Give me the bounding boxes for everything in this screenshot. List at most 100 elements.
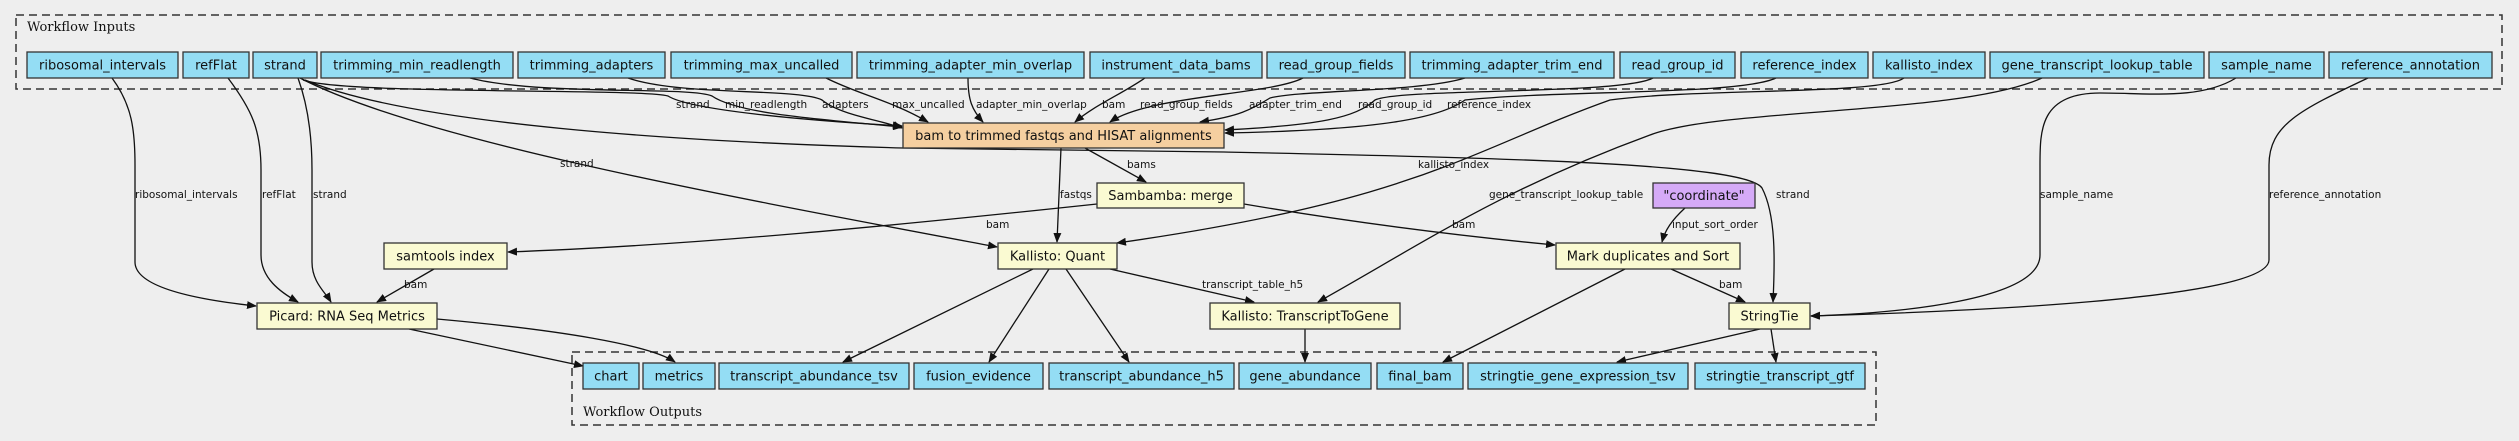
edge-label: read_group_fields bbox=[1140, 99, 1233, 111]
node-markdup[interactable]: Mark duplicates and Sort bbox=[1555, 242, 1741, 270]
node-stringtie-gene-expression-tsv[interactable]: stringtie_gene_expression_tsv bbox=[1467, 362, 1689, 390]
node-read-group-id[interactable]: read_group_id bbox=[1619, 51, 1736, 79]
node-label: trimming_min_readlength bbox=[333, 59, 501, 74]
edge-trimming_adapter_trim_end-to-bam_to_trimmed bbox=[1199, 77, 1466, 125]
node-box bbox=[670, 51, 853, 79]
node-label: refFlat bbox=[195, 59, 237, 74]
node-trimming-adapters[interactable]: trimming_adapters bbox=[517, 51, 666, 79]
node-transcript-abundance-h5[interactable]: transcript_abundance_h5 bbox=[1048, 362, 1235, 390]
node-label: trimming_max_uncalled bbox=[684, 59, 840, 74]
edge-bam_to_trimmed-to-sambamba bbox=[1084, 147, 1147, 183]
edge-label: transcript_table_h5 bbox=[1202, 279, 1303, 291]
node-stringtie[interactable]: StringTie bbox=[1728, 302, 1811, 330]
node-trimming-min-readlength[interactable]: trimming_min_readlength bbox=[320, 51, 514, 79]
node-box bbox=[1467, 362, 1689, 390]
node-label: Mark duplicates and Sort bbox=[1567, 250, 1730, 265]
node-samtools[interactable]: samtools index bbox=[383, 242, 508, 270]
node-box bbox=[320, 51, 514, 79]
node-box bbox=[913, 362, 1044, 390]
edge-strand-to-bam_to_trimmed bbox=[302, 79, 903, 130]
node-fusion-evidence[interactable]: fusion_evidence bbox=[913, 362, 1044, 390]
edge-label: bam bbox=[404, 279, 427, 291]
node-label: reference_annotation bbox=[2341, 59, 2480, 74]
edge-sambamba-to-markdup bbox=[1243, 203, 1556, 249]
node-coordinate[interactable]: "coordinate" bbox=[1652, 182, 1756, 209]
node-box bbox=[1652, 182, 1756, 209]
node-trimming-adapter-trim-end[interactable]: trimming_adapter_trim_end bbox=[1409, 51, 1615, 79]
node-box bbox=[1089, 51, 1263, 79]
node-box bbox=[26, 51, 179, 79]
node-box bbox=[383, 242, 508, 270]
node-kallisto-quant[interactable]: Kallisto: Quant bbox=[997, 242, 1118, 270]
node-box bbox=[517, 51, 666, 79]
edge-bam_to_trimmed-to-kallisto_quant bbox=[1053, 147, 1062, 243]
node-sample-name[interactable]: sample_name bbox=[2208, 51, 2325, 79]
node-gene-abundance[interactable]: gene_abundance bbox=[1238, 362, 1372, 390]
node-label: "coordinate" bbox=[1663, 189, 1744, 204]
node-label: sample_name bbox=[2221, 59, 2312, 74]
node-sambamba[interactable]: Sambamba: merge bbox=[1096, 182, 1245, 209]
node-label: stringtie_gene_expression_tsv bbox=[1480, 370, 1676, 385]
node-trimming-max-uncalled[interactable]: trimming_max_uncalled bbox=[670, 51, 853, 79]
node-final-bam[interactable]: final_bam bbox=[1376, 362, 1464, 390]
node-t2g[interactable]: Kallisto: TranscriptToGene bbox=[1209, 302, 1401, 330]
node-box bbox=[1728, 302, 1811, 330]
node-label: Kallisto: TranscriptToGene bbox=[1221, 310, 1388, 325]
node-reference-index[interactable]: reference_index bbox=[1740, 51, 1869, 79]
node-label: trimming_adapter_trim_end bbox=[1421, 59, 1602, 74]
node-ribosomal-intervals[interactable]: ribosomal_intervals bbox=[26, 51, 179, 79]
edge-strand-to-picard bbox=[297, 77, 332, 303]
edge-stringtie-to-stringtie_transcript_gtf bbox=[1770, 328, 1779, 363]
node-box bbox=[997, 242, 1118, 270]
node-label: final_bam bbox=[1388, 370, 1451, 385]
edge-label: max_uncalled bbox=[892, 99, 965, 111]
node-box bbox=[1266, 51, 1406, 79]
node-label: trimming_adapter_min_overlap bbox=[869, 59, 1072, 74]
node-stringtie-transcript-gtf[interactable]: stringtie_transcript_gtf bbox=[1694, 362, 1866, 390]
node-label: StringTie bbox=[1741, 310, 1799, 325]
outputs-cluster: Workflow Outputs bbox=[571, 351, 1877, 426]
node-box bbox=[1740, 51, 1869, 79]
node-label: stringtie_transcript_gtf bbox=[1706, 370, 1854, 385]
node-metrics[interactable]: metrics bbox=[642, 362, 716, 390]
edge-sambamba-to-samtools bbox=[507, 203, 1098, 256]
node-label: reference_index bbox=[1752, 59, 1856, 74]
edge-label: strand bbox=[313, 189, 347, 201]
node-transcript-abundance-tsv[interactable]: transcript_abundance_tsv bbox=[718, 362, 910, 390]
node-label: samtools index bbox=[396, 250, 495, 265]
node-box bbox=[1238, 362, 1372, 390]
node-read-group-fields[interactable]: read_group_fields bbox=[1266, 51, 1406, 79]
edge-strand-to-kallisto_quant bbox=[299, 77, 998, 250]
node-kallisto-index[interactable]: kallisto_index bbox=[1872, 51, 1986, 79]
edge-trimming_max_uncalled-to-bam_to_trimmed bbox=[825, 77, 929, 123]
node-picard[interactable]: Picard: RNA Seq Metrics bbox=[256, 302, 438, 330]
edge-read_group_id-to-bam_to_trimmed bbox=[1224, 77, 1654, 134]
node-refFlat[interactable]: refFlat bbox=[182, 51, 250, 79]
edge-sample_name-to-stringtie bbox=[1810, 77, 2237, 320]
node-instrument-data-bams[interactable]: instrument_data_bams bbox=[1089, 51, 1263, 79]
node-chart[interactable]: chart bbox=[582, 362, 640, 390]
node-label: gene_abundance bbox=[1249, 370, 1360, 385]
node-strand[interactable]: strand bbox=[252, 51, 318, 79]
edge-stringtie-to-stringtie_gene_expression_tsv bbox=[1616, 328, 1761, 364]
node-box bbox=[252, 51, 318, 79]
node-trimming-adapter-min-overlap[interactable]: trimming_adapter_min_overlap bbox=[856, 51, 1085, 79]
node-box bbox=[642, 362, 716, 390]
outputs-cluster-title: Workflow Outputs bbox=[583, 405, 702, 420]
edge-label: gene_transcript_lookup_table bbox=[1489, 189, 1643, 201]
node-gene-transcript-lookup-table[interactable]: gene_transcript_lookup_table bbox=[1989, 51, 2205, 79]
edge-label: sample_name bbox=[2040, 189, 2113, 201]
edge-label: strand bbox=[676, 99, 710, 111]
node-reference-annotation[interactable]: reference_annotation bbox=[2328, 51, 2493, 79]
edge-label: min_readlength bbox=[725, 99, 807, 111]
node-box bbox=[182, 51, 250, 79]
edge-kallisto_quant-to-transcript_abundance_h5 bbox=[1065, 268, 1130, 363]
edge-picard-to-metrics bbox=[436, 318, 676, 363]
node-bam-to-trimmed[interactable]: bam to trimmed fastqs and HISAT alignmen… bbox=[902, 122, 1225, 149]
edge-samtools-to-picard bbox=[376, 268, 435, 303]
edge-label: adapter_trim_end bbox=[1249, 99, 1342, 111]
edge-label: reference_index bbox=[1447, 99, 1531, 111]
edge-label: strand bbox=[1776, 189, 1810, 201]
